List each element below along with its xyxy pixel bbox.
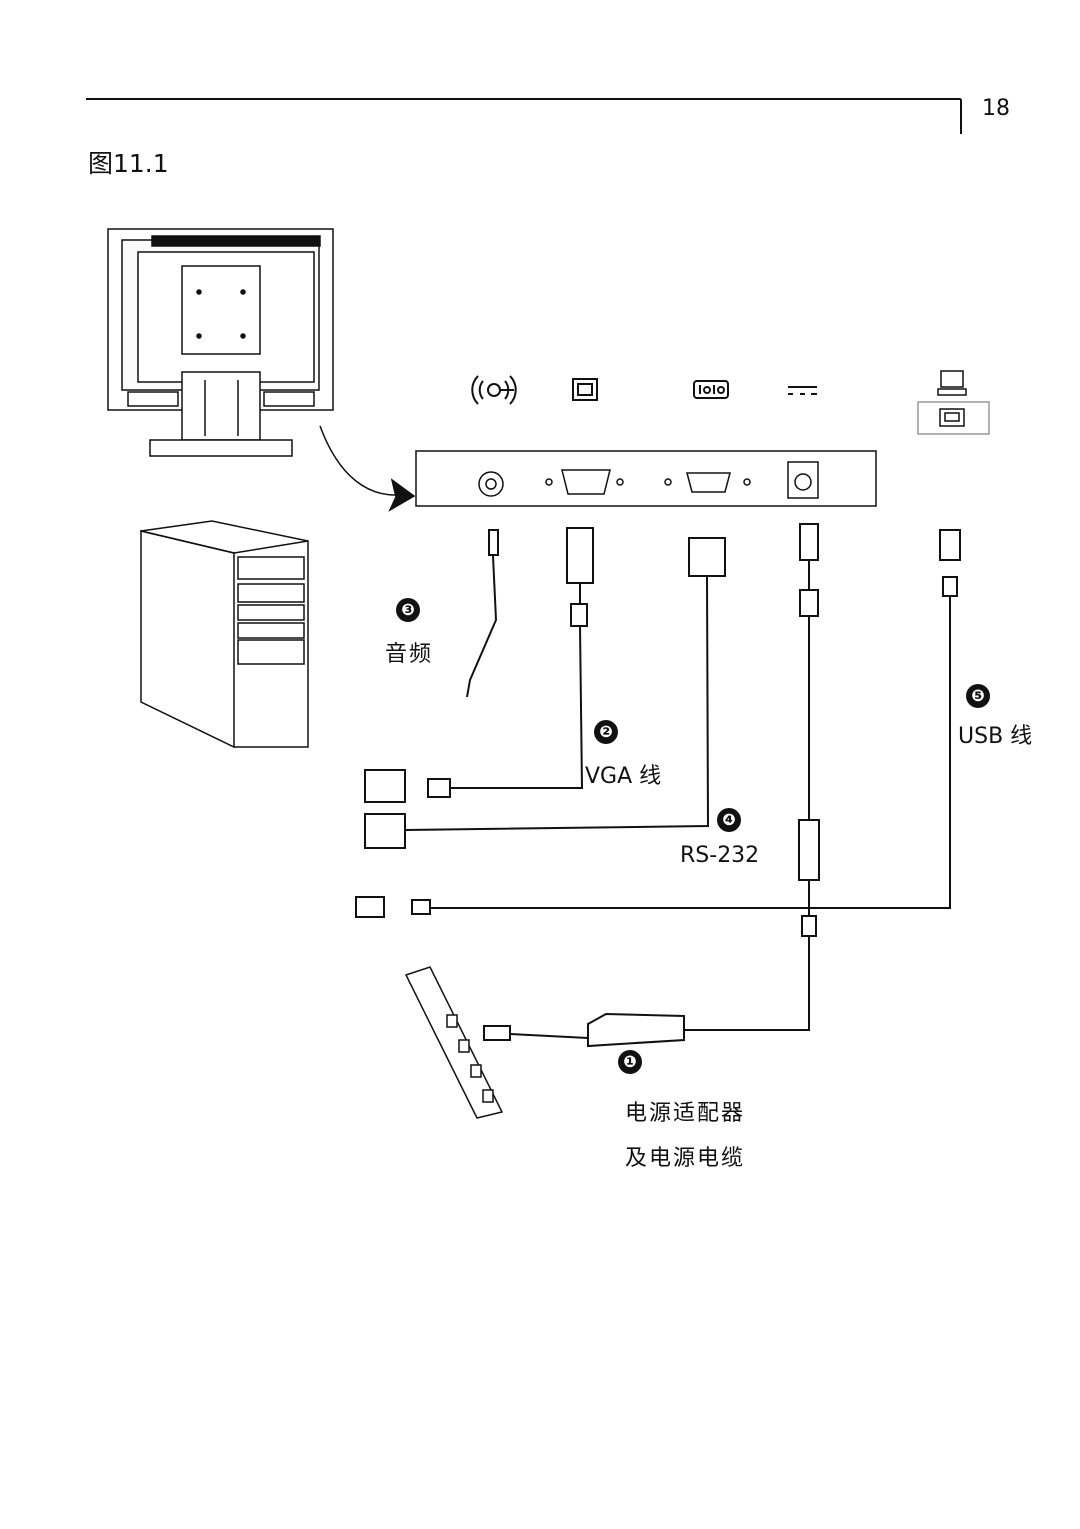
dc-power-icon (788, 386, 817, 395)
audio-in-icon (471, 375, 517, 405)
rs232-cable-icon (364, 537, 726, 849)
power-callout-marker: ❶ (618, 1050, 642, 1074)
rs232-cable-label: RS-232 (680, 843, 760, 868)
power-cable-label: 及电源电缆 (625, 1146, 746, 1171)
usb-cable-label: USB 线 (958, 724, 1033, 749)
power-adapter-label: 电源适配器 (625, 1101, 746, 1126)
audio-callout-marker: ❸ (396, 598, 420, 622)
figure-caption: 图11.1 (88, 149, 169, 178)
vga-port-icon (572, 378, 598, 401)
power-adapter-icon (483, 523, 820, 1048)
computer-tower-icon (139, 520, 309, 749)
monitor-rear-icon (107, 228, 334, 457)
vga-callout-marker: ❷ (594, 720, 618, 744)
page-number: 18 (982, 96, 1010, 121)
audio-cable-label: 音频 (385, 642, 434, 667)
power-strip-icon (404, 966, 504, 1119)
rs232-callout-marker: ❹ (717, 808, 741, 832)
usb-computer-icon (917, 370, 990, 435)
audio-cable-icon (466, 529, 499, 698)
usb-callout-marker: ❺ (966, 684, 990, 708)
serial-port-icon (693, 380, 729, 399)
curved-arrow-icon (319, 425, 416, 512)
usb-cable-icon (355, 529, 961, 918)
connector-panel (415, 450, 877, 507)
vga-cable-label: VGA 线 (585, 764, 662, 789)
vga-cable-icon (364, 527, 594, 803)
header-rule (86, 98, 962, 134)
